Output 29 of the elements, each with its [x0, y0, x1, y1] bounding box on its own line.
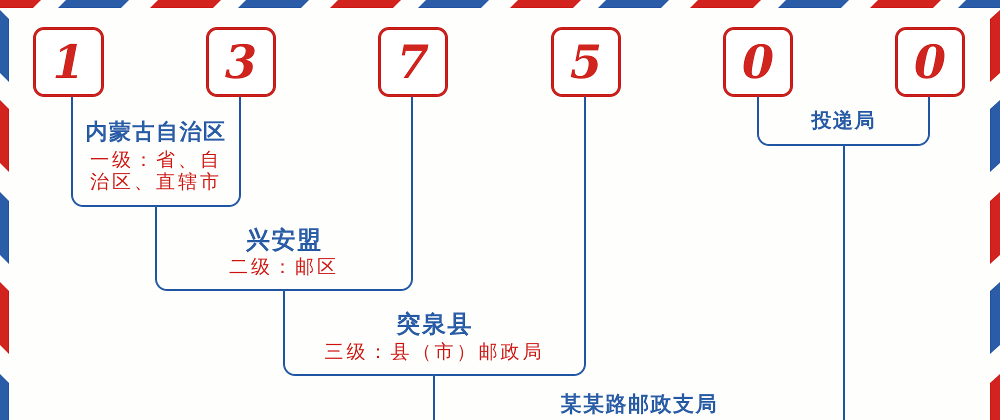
digit-box: 0	[895, 27, 965, 97]
digit-box: 3	[206, 27, 276, 97]
bracket-box	[71, 112, 241, 207]
place-name: 投递局	[811, 108, 876, 132]
place-name: 内蒙古自治区	[86, 119, 226, 146]
digit-box: 1	[33, 27, 104, 97]
level-note: 一级：省、自治区、直辖市	[89, 149, 223, 194]
connector-line	[411, 97, 413, 220]
connector-line	[71, 97, 73, 112]
connector-line	[283, 291, 285, 305]
connector-line	[433, 376, 435, 384]
place-name: 突泉县	[396, 310, 473, 339]
digit-box: 5	[551, 27, 621, 97]
connector-line	[155, 207, 157, 220]
bracket-box	[433, 384, 845, 420]
place-name: 兴安盟	[246, 226, 322, 255]
connector-line	[584, 97, 586, 305]
digit-box: 0	[723, 27, 793, 97]
bracket-box	[155, 220, 413, 291]
level-note: 二级：邮区	[229, 256, 339, 278]
connector-line	[239, 97, 241, 112]
level-note: 三级：县（市）邮政局	[324, 340, 544, 363]
connector-line	[928, 97, 930, 104]
connector-line	[757, 97, 759, 104]
bracket-box	[283, 305, 586, 376]
place-name: 某某路邮政支局	[560, 391, 718, 416]
bracket-box	[757, 104, 930, 146]
digit-box: 7	[378, 27, 448, 97]
connector-line	[843, 146, 845, 384]
